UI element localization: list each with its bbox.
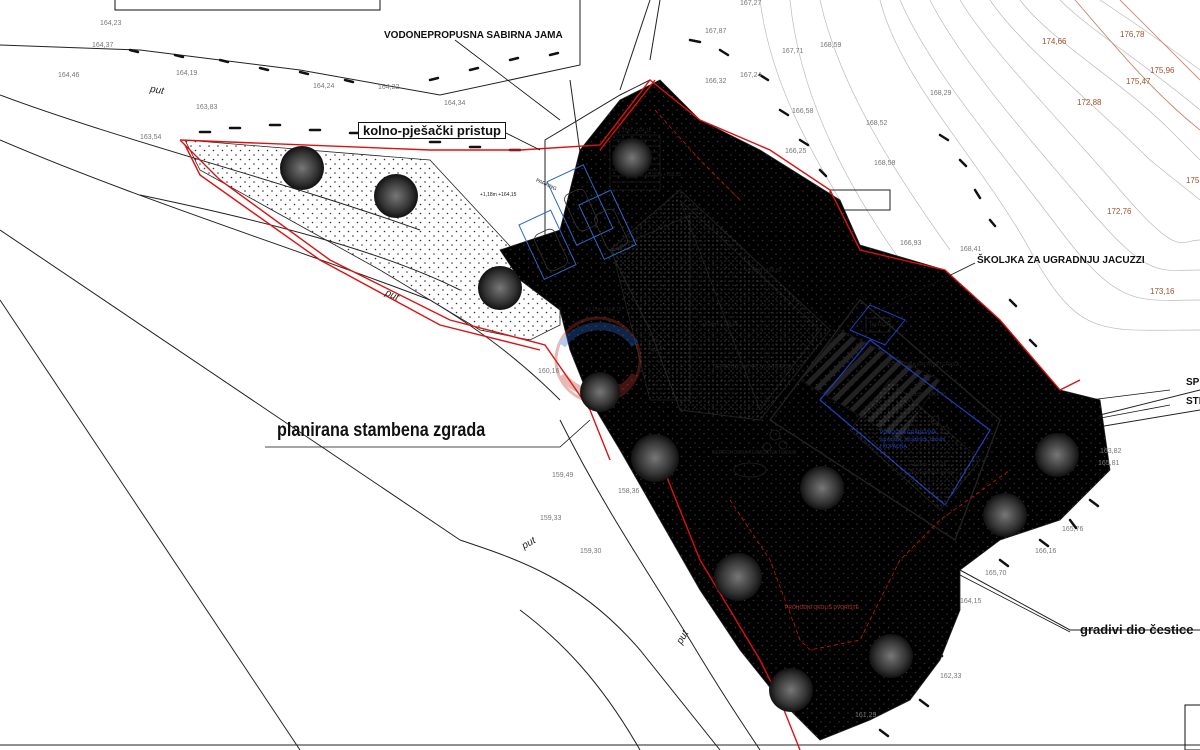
label-jacuzzi: jacuzzi — [870, 322, 889, 328]
tree — [869, 634, 913, 678]
elevation-brown: 172,76 — [1107, 207, 1132, 216]
level-mark: +1,18m +164,15 — [480, 192, 517, 198]
elevation: 166,58 — [792, 108, 814, 115]
label-cut-spr: SPR — [1186, 377, 1200, 388]
elevation: 159,49 — [552, 472, 574, 479]
contour-lines-brown — [1074, 0, 1200, 131]
tree — [612, 138, 652, 178]
auxiliary-outline — [768, 298, 1001, 542]
elevation-brown: 176,78 — [1120, 30, 1145, 39]
level-mark: +5,95m +168,95 — [702, 322, 739, 328]
elevation: 166,16 — [1035, 548, 1057, 555]
elevation: 166,25 — [785, 148, 807, 155]
tree — [478, 266, 522, 310]
dashed-paths — [654, 109, 1011, 651]
elevation: 164,34 — [444, 100, 466, 107]
elevation-brown: 173,16 — [1150, 287, 1175, 296]
elevation: 168,52 — [866, 120, 888, 127]
roof-terrace-inner — [679, 199, 821, 411]
elevation: 159,33 — [540, 515, 562, 522]
label-sabirna-jama: VODONEPROPUSNA SABIRNA JAMA — [384, 30, 563, 41]
tree — [374, 174, 418, 218]
elevation: 159,30 — [580, 548, 602, 555]
tree — [580, 372, 620, 412]
level-mark: +1,15m +164,15 — [910, 462, 947, 468]
elevation: 165,76 — [1062, 526, 1084, 533]
tree — [631, 434, 679, 482]
elevation: 167,27 — [740, 0, 762, 7]
elevation: 164,22 — [378, 84, 400, 91]
label-kolno-pjesacki: kolno-pješački pristup — [358, 122, 506, 139]
elevation: 164,19 — [176, 70, 198, 77]
label-krovna-terasa-2: NEPROHODNA KROVNA TERASA — [880, 362, 960, 368]
label-cut-str: STR — [1186, 396, 1200, 407]
tree — [983, 493, 1027, 537]
contour-lines — [759, 0, 1200, 331]
elevation: 166,32 — [705, 78, 727, 85]
elevation: 164,15 — [960, 598, 982, 605]
elevation-brown: 174,66 — [1042, 37, 1067, 46]
elevation: 164,37 — [92, 42, 114, 49]
label-terasa: NEPROHODNA TERASA NA TERASI — [712, 450, 797, 456]
garden-strip-west — [184, 139, 561, 341]
elevation: 163,82 — [1100, 448, 1122, 455]
label-skoljka: ŠKOLJKA ZA UGRADNJU JACUZZI — [977, 255, 1145, 266]
elevation: 167,71 — [782, 48, 804, 55]
label-planirana-zgrada: planirana stambena zgrada — [277, 420, 486, 441]
label-pomocna-gradevina: POMOĆNA GRAĐEVINA — [880, 430, 937, 436]
level-mark: +3,85m +168,85 — [910, 392, 947, 398]
parking-spaces — [518, 164, 637, 281]
label-okolis: PROHODNI OKOLIŠ DVORIŠTE — [785, 605, 859, 611]
elevation-brown: 175,47 — [1126, 77, 1151, 86]
elevation: 163,83 — [196, 104, 218, 111]
level-mark: +1,15m +164,15 — [615, 128, 652, 134]
level-mark: +1,15m +164,15 — [585, 307, 622, 313]
tree — [769, 668, 813, 712]
elevation: 168,59 — [820, 42, 842, 49]
label-pomocna-sub2: i KOPAONA — [880, 444, 907, 450]
label-pomocna-sub: spremište, strojarnica, bazeni — [880, 437, 946, 443]
elevation: 164,46 — [58, 72, 80, 79]
label-krovna-terasa: NEPROHODNA KROVNA TERASA — [713, 364, 793, 370]
elevation: 167,24 — [740, 72, 762, 79]
trees — [280, 138, 1079, 712]
elevation: 168,41 — [960, 246, 982, 253]
elevation-brown: 175 — [1186, 176, 1200, 185]
elevation: 165,70 — [985, 570, 1007, 577]
leader-lines — [265, 39, 1171, 633]
elevation-brown: 175,96 — [1150, 66, 1175, 75]
elevation: 160,16 — [538, 368, 560, 375]
tree — [1035, 433, 1079, 477]
label-gradivi-dio: gradivi dio čestice — [1080, 622, 1194, 637]
elevation: 168,58 — [874, 160, 896, 167]
elevation-brown: 172,88 — [1077, 98, 1102, 107]
level-mark: +5,95m +168,95 — [645, 172, 682, 178]
elevation: 168,29 — [930, 90, 952, 97]
tree — [714, 553, 762, 601]
elevation: 165,81 — [1098, 460, 1120, 467]
elevation: 161,29 — [855, 712, 877, 719]
label-dio-bazena: dio bazenske terase — [910, 470, 955, 476]
elevation: 163,54 — [140, 134, 162, 141]
road-label: put — [149, 83, 165, 98]
title-box — [114, 0, 381, 11]
tree — [800, 466, 844, 510]
elevation: 164,23 — [100, 20, 122, 27]
level-mark: +3,86m +168,86 — [745, 268, 782, 274]
car-outlines — [534, 188, 628, 272]
site-boundary — [179, 79, 1081, 750]
elevation: 162,33 — [940, 673, 962, 680]
terrace-furniture — [648, 338, 950, 478]
tree — [280, 146, 324, 190]
elevation: 166,93 — [900, 240, 922, 247]
elevation: 167,87 — [705, 28, 727, 35]
elevation: 164,24 — [313, 83, 335, 90]
elevation: 158,36 — [618, 488, 640, 495]
jacuzzi-shell — [849, 304, 906, 346]
